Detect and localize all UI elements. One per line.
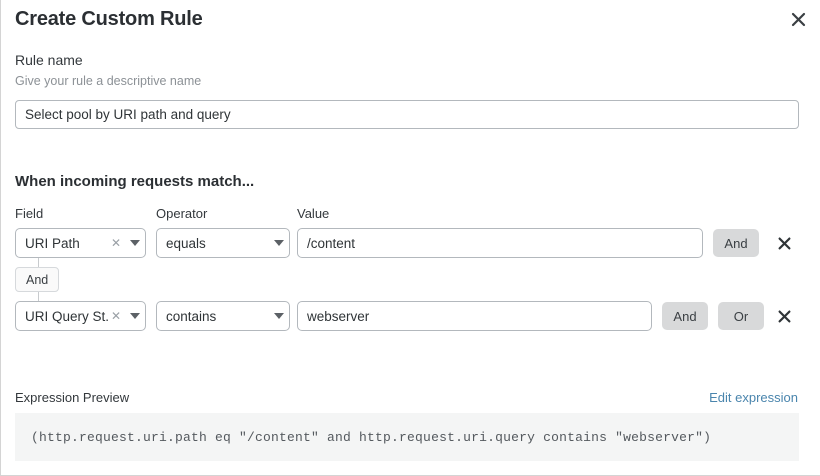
dialog-title: Create Custom Rule: [15, 8, 203, 30]
chevron-down-icon[interactable]: [269, 239, 289, 247]
rule-name-input[interactable]: [15, 100, 799, 129]
field-select-1-label: URI Path: [25, 235, 80, 251]
remove-condition-button-1[interactable]: [773, 229, 795, 257]
group-and-chip[interactable]: And: [15, 267, 60, 292]
expression-preview-label: Expression Preview: [15, 390, 130, 405]
operator-select-1-label: equals: [166, 235, 206, 251]
operator-select-1[interactable]: equals: [156, 228, 290, 258]
value-input-2[interactable]: [297, 301, 652, 331]
column-header-field: Field: [15, 206, 44, 221]
remove-condition-button-2[interactable]: [773, 302, 795, 330]
field-select-2-label: URI Query St...: [25, 308, 109, 324]
value-input-1[interactable]: [297, 228, 703, 258]
column-header-operator: Operator: [156, 206, 208, 221]
field-select-1[interactable]: URI Path ✕: [15, 228, 146, 258]
expression-preview-box: (http.request.uri.path eq "/content" and…: [15, 413, 799, 461]
and-button-row-2[interactable]: And: [662, 302, 708, 330]
or-button-row-2[interactable]: Or: [718, 302, 764, 330]
and-button-row-1[interactable]: And: [713, 229, 759, 257]
operator-select-2-label: contains: [166, 308, 217, 324]
chevron-down-icon[interactable]: [125, 312, 145, 320]
field-select-2[interactable]: URI Query St... ✕: [15, 301, 146, 331]
match-heading: When incoming requests match...: [15, 173, 255, 190]
rule-name-help-text: Give your rule a descriptive name: [15, 74, 202, 88]
expression-preview-text: (http.request.uri.path eq "/content" and…: [31, 429, 712, 445]
edit-expression-link[interactable]: Edit expression: [709, 390, 798, 405]
chevron-down-icon[interactable]: [269, 312, 289, 320]
clear-icon[interactable]: ✕: [110, 236, 122, 250]
clear-icon[interactable]: ✕: [110, 309, 122, 323]
operator-select-2[interactable]: contains: [156, 301, 290, 331]
rule-name-label: Rule name: [15, 52, 83, 68]
close-icon[interactable]: [786, 7, 810, 31]
chevron-down-icon[interactable]: [125, 239, 145, 247]
column-header-value: Value: [297, 206, 330, 221]
